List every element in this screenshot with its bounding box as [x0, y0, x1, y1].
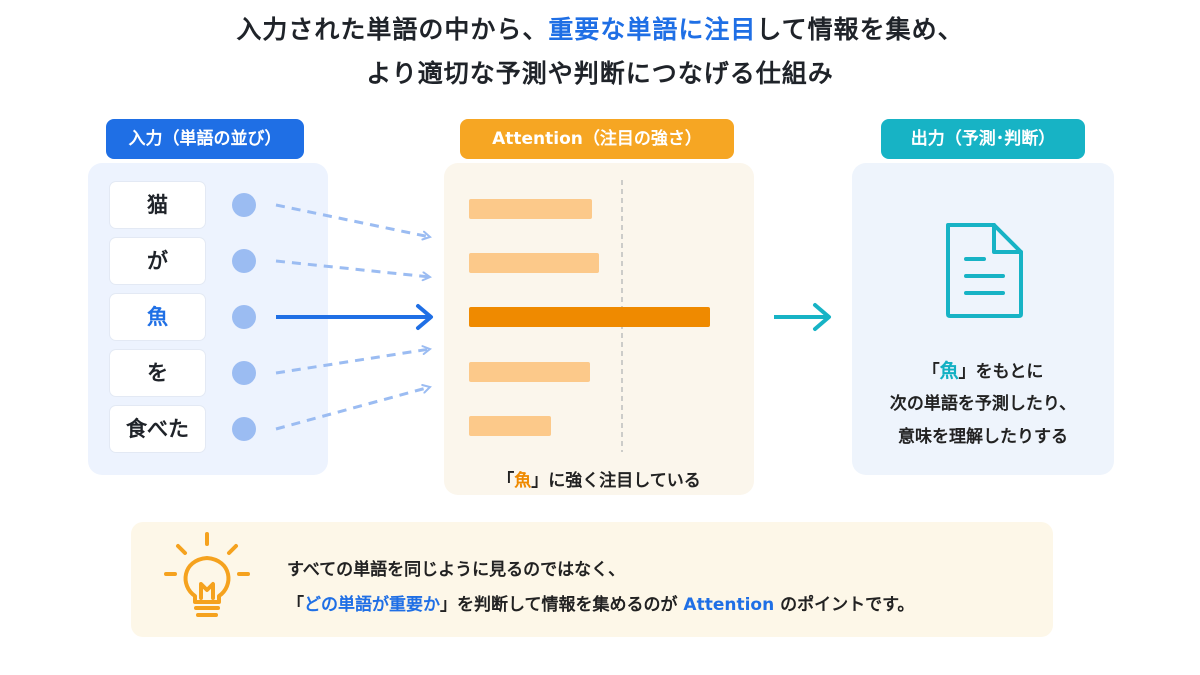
attention-bar-3 [469, 307, 710, 327]
arrow-right-icon-head [813, 303, 831, 331]
attention-bar-2 [469, 253, 599, 273]
attention-bar-4 [469, 362, 590, 382]
heading-line-1-highlight: 重要な単語に注目 [548, 15, 757, 44]
heading-line-1: 入力された単語の中から、重要な単語に注目して情報を集め、 [0, 10, 1200, 46]
attention-caption-pre: 「 [497, 471, 515, 491]
output-line-3: 意味を理解したりする [898, 427, 1068, 447]
output-line-2: 次の単語を予測したり、 [889, 394, 1077, 414]
input-word-2: が [110, 238, 205, 284]
output-tag: 出力（予測･判断） [881, 119, 1085, 159]
input-word-3: 魚 [110, 294, 205, 340]
input-node-5 [232, 417, 256, 441]
attention-caption-highlight: 魚 [514, 471, 532, 491]
point-line-2: 「どの単語が重要か」を判断して情報を集めるのが Attention のポイントで… [287, 590, 914, 615]
point-line-2-highlight: どの単語が重要か [304, 595, 440, 615]
lightbulb-icon [164, 532, 250, 617]
input-node-1 [232, 193, 256, 217]
point-line-2-mid: 」を判断して情報を集めるのが [440, 595, 684, 615]
output-line-1-pre: 「 [922, 362, 940, 382]
point-line-2-post: のポイントです。 [774, 595, 915, 615]
point-box [131, 522, 1053, 637]
attention-bar-1 [469, 199, 592, 219]
input-word-4: を [110, 350, 205, 396]
heading-line-2: より適切な予測や判断につなげる仕組み [366, 59, 834, 88]
heading-line-1-post: して情報を集め、 [756, 15, 964, 44]
attention-bar-5 [469, 416, 551, 436]
output-panel [852, 163, 1114, 475]
arrow-word-3-head [416, 304, 433, 330]
arrow-word-2 [275, 259, 430, 277]
attention-caption-post: 」に強く注目している [531, 471, 701, 491]
output-line-1: 「魚」をもとに [852, 356, 1114, 383]
arrow-word-1 [275, 203, 430, 237]
attention-bars [469, 199, 710, 436]
output-line-1-post: 」をもとに [958, 362, 1044, 382]
arrow-word-4 [275, 349, 430, 375]
input-word-1: 猫 [110, 182, 205, 228]
output-line-1-highlight: 魚 [939, 360, 959, 382]
input-node-2 [232, 249, 256, 273]
attention-tag: Attention（注目の強さ） [460, 119, 734, 159]
document-icon [946, 223, 1023, 318]
point-line-2-highlight-2: Attention [683, 595, 775, 615]
input-word-5: 食べた [110, 406, 205, 452]
attention-caption: 「魚」に強く注目している [444, 466, 754, 491]
arrow-word-5 [275, 387, 430, 431]
input-node-3 [232, 305, 256, 329]
point-line-2-pre: 「 [287, 595, 304, 615]
heading-line-1-pre: 入力された単語の中から、 [236, 15, 549, 44]
input-tag: 入力（単語の並び） [106, 119, 304, 159]
point-line-1: すべての単語を同じように見るのではなく、 [287, 560, 626, 580]
input-node-4 [232, 361, 256, 385]
